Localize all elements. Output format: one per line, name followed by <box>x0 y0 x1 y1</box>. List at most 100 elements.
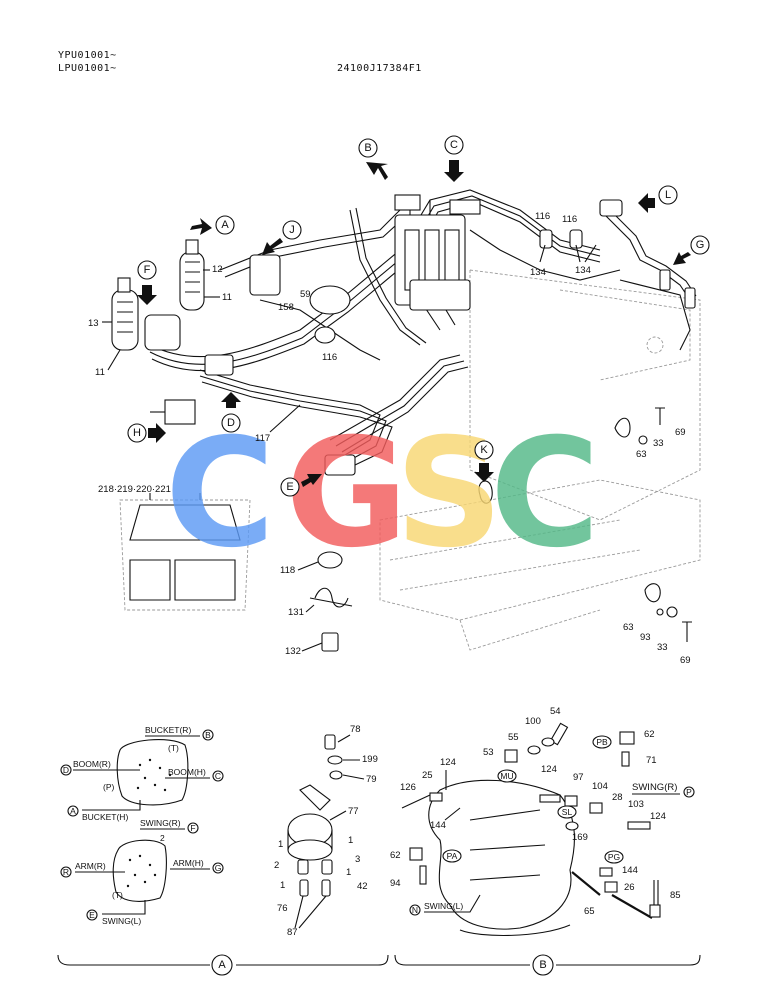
serial-range-ypu: YPU01001~ <box>58 50 117 61</box>
label-callouts-H: H <box>133 427 141 439</box>
label-detail_b-p54: 54 <box>550 706 561 717</box>
label-callouts-F: F <box>144 264 151 276</box>
callout-c: C <box>444 135 464 182</box>
label-detail_a-l_f: F <box>190 823 195 833</box>
label-detail_b-p65: 65 <box>584 906 595 917</box>
callout-h: H <box>127 423 166 443</box>
label-detail_a-l_b: B <box>205 730 211 740</box>
label-detail_b-tag_sl: SL <box>562 807 573 817</box>
label-detail_a-p199: 199 <box>362 754 378 765</box>
detail-b-title: B <box>539 959 546 971</box>
label-main_parts-p158: 158 <box>278 302 294 313</box>
label-detail_b-p144a: 144 <box>430 820 446 831</box>
misc-components <box>249 199 696 642</box>
detail-b: 54 100 55 53 MU PB 62 71 124 25 126 144 … <box>390 706 695 937</box>
label-detail_a-swing_r: SWING(R) <box>140 818 181 828</box>
detail-a-title: A <box>218 959 226 971</box>
callout-d: D <box>221 392 241 433</box>
label-detail_a-boom_r: BOOM(R) <box>73 759 111 769</box>
label-main_parts-p33b: 33 <box>657 642 668 653</box>
watermark-letter-c1: C <box>165 407 275 581</box>
label-main_parts-p59: 59 <box>300 289 311 300</box>
callout-l: L <box>638 185 678 213</box>
label-detail_a-bucket_r: BUCKET(R) <box>145 725 191 735</box>
label-detail_b-p55: 55 <box>508 732 519 743</box>
control-valve-cluster <box>394 194 481 311</box>
label-detail_b-swing_r: SWING(R) <box>632 782 677 793</box>
label-callouts-B: B <box>364 142 371 154</box>
label-detail_a-p1c: 1 <box>348 835 353 846</box>
label-callouts-A: A <box>221 219 229 231</box>
serial-range-lpu: LPU01001~ <box>58 63 117 74</box>
label-callouts-C: C <box>450 139 458 151</box>
label-detail_a-p76: 76 <box>277 903 288 914</box>
label-detail_b-p124b: 124 <box>541 764 557 775</box>
label-detail_a-arm_h: ARM(H) <box>173 858 204 868</box>
label-main_parts-p11b: 11 <box>95 367 105 378</box>
label-detail_b-p103: 103 <box>628 799 644 810</box>
label-detail_a-boom_h: BOOM(H) <box>168 767 206 777</box>
label-detail_a-t1: (T) <box>168 743 179 753</box>
label-detail_b-p169: 169 <box>572 832 588 843</box>
section-brackets: A B <box>57 954 701 976</box>
label-detail_a-p77: 77 <box>348 806 359 817</box>
label-main_parts-p116c: 116 <box>562 214 577 225</box>
label-detail_b-tag_mu: MU <box>500 771 513 781</box>
label-detail_b-p144b: 144 <box>622 865 638 876</box>
label-main_parts-p11a: 11 <box>222 292 232 303</box>
watermark: C G S C <box>165 407 600 581</box>
label-detail_b-p124a: 124 <box>440 757 456 768</box>
label-detail_a-bucket_h: BUCKET(H) <box>82 812 128 822</box>
label-main_parts-p93: 93 <box>640 632 651 643</box>
label-main_parts-p33a: 33 <box>653 438 664 449</box>
label-detail_a-p2: 2 <box>274 860 279 871</box>
label-detail_b-p26: 26 <box>624 882 635 893</box>
label-detail_a-p1d: 1 <box>346 867 351 878</box>
label-detail_a-p1a: 1 <box>278 839 283 850</box>
label-callouts-G: G <box>696 239 705 251</box>
detail-a-upper-dots <box>136 758 172 792</box>
label-main_parts-p12: 12 <box>212 264 223 275</box>
label-detail_b-swing_l: SWING(L) <box>424 901 463 911</box>
label-detail_a-swing_l: SWING(L) <box>102 916 141 926</box>
label-detail_a-p78: 78 <box>350 724 361 735</box>
label-detail_a-l_g: G <box>215 863 222 873</box>
loose-parts <box>309 551 353 652</box>
label-detail_b-l_p: P <box>686 787 692 797</box>
label-detail_a-p87: 87 <box>287 927 298 938</box>
callout-a: A <box>190 215 235 235</box>
label-detail_a-p1b: 1 <box>280 880 285 891</box>
label-detail_b-p28: 28 <box>612 792 623 803</box>
label-detail_b-p126: 126 <box>400 782 416 793</box>
watermark-letter-g: G <box>285 407 408 581</box>
label-detail_b-p62a: 62 <box>644 729 655 740</box>
label-detail_b-p53: 53 <box>483 747 494 758</box>
label-main_parts-p134a: 134 <box>530 267 546 278</box>
label-main_parts-p131: 131 <box>288 607 304 618</box>
label-callouts-J: J <box>289 224 295 236</box>
label-main_parts-p116b: 116 <box>535 211 550 222</box>
pilot-valves-left <box>111 239 234 425</box>
label-detail_a-p2: 2 <box>160 833 165 843</box>
label-callouts-D: D <box>227 417 235 429</box>
label-detail_a-p1: (P) <box>103 782 115 792</box>
label-main_parts-p63b: 63 <box>623 622 634 633</box>
label-detail_b-tag_pa: PA <box>447 851 458 861</box>
label-main_parts-p13: 13 <box>88 318 99 329</box>
label-detail_b-l_n: N <box>412 905 418 915</box>
label-callouts-L: L <box>665 189 671 201</box>
label-main_parts-p116a: 116 <box>322 352 337 363</box>
drawing-code: 24100J17384F1 <box>337 63 422 74</box>
cab-inset <box>119 493 251 611</box>
label-detail_b-p97: 97 <box>573 772 584 783</box>
label-detail_b-p71: 71 <box>646 755 657 766</box>
label-main_parts-p69a: 69 <box>675 427 686 438</box>
label-main_parts-p69b: 69 <box>680 655 691 666</box>
label-detail_a-l_a: A <box>70 806 76 816</box>
label-detail_a-t2: (T) <box>112 890 123 900</box>
detail-a: BUCKET(R) B (T) D BOOM(R) BOOM(H) C (P) … <box>60 724 378 938</box>
label-main_parts-p134b: 134 <box>575 265 591 276</box>
watermark-letter-s: S <box>395 407 503 581</box>
